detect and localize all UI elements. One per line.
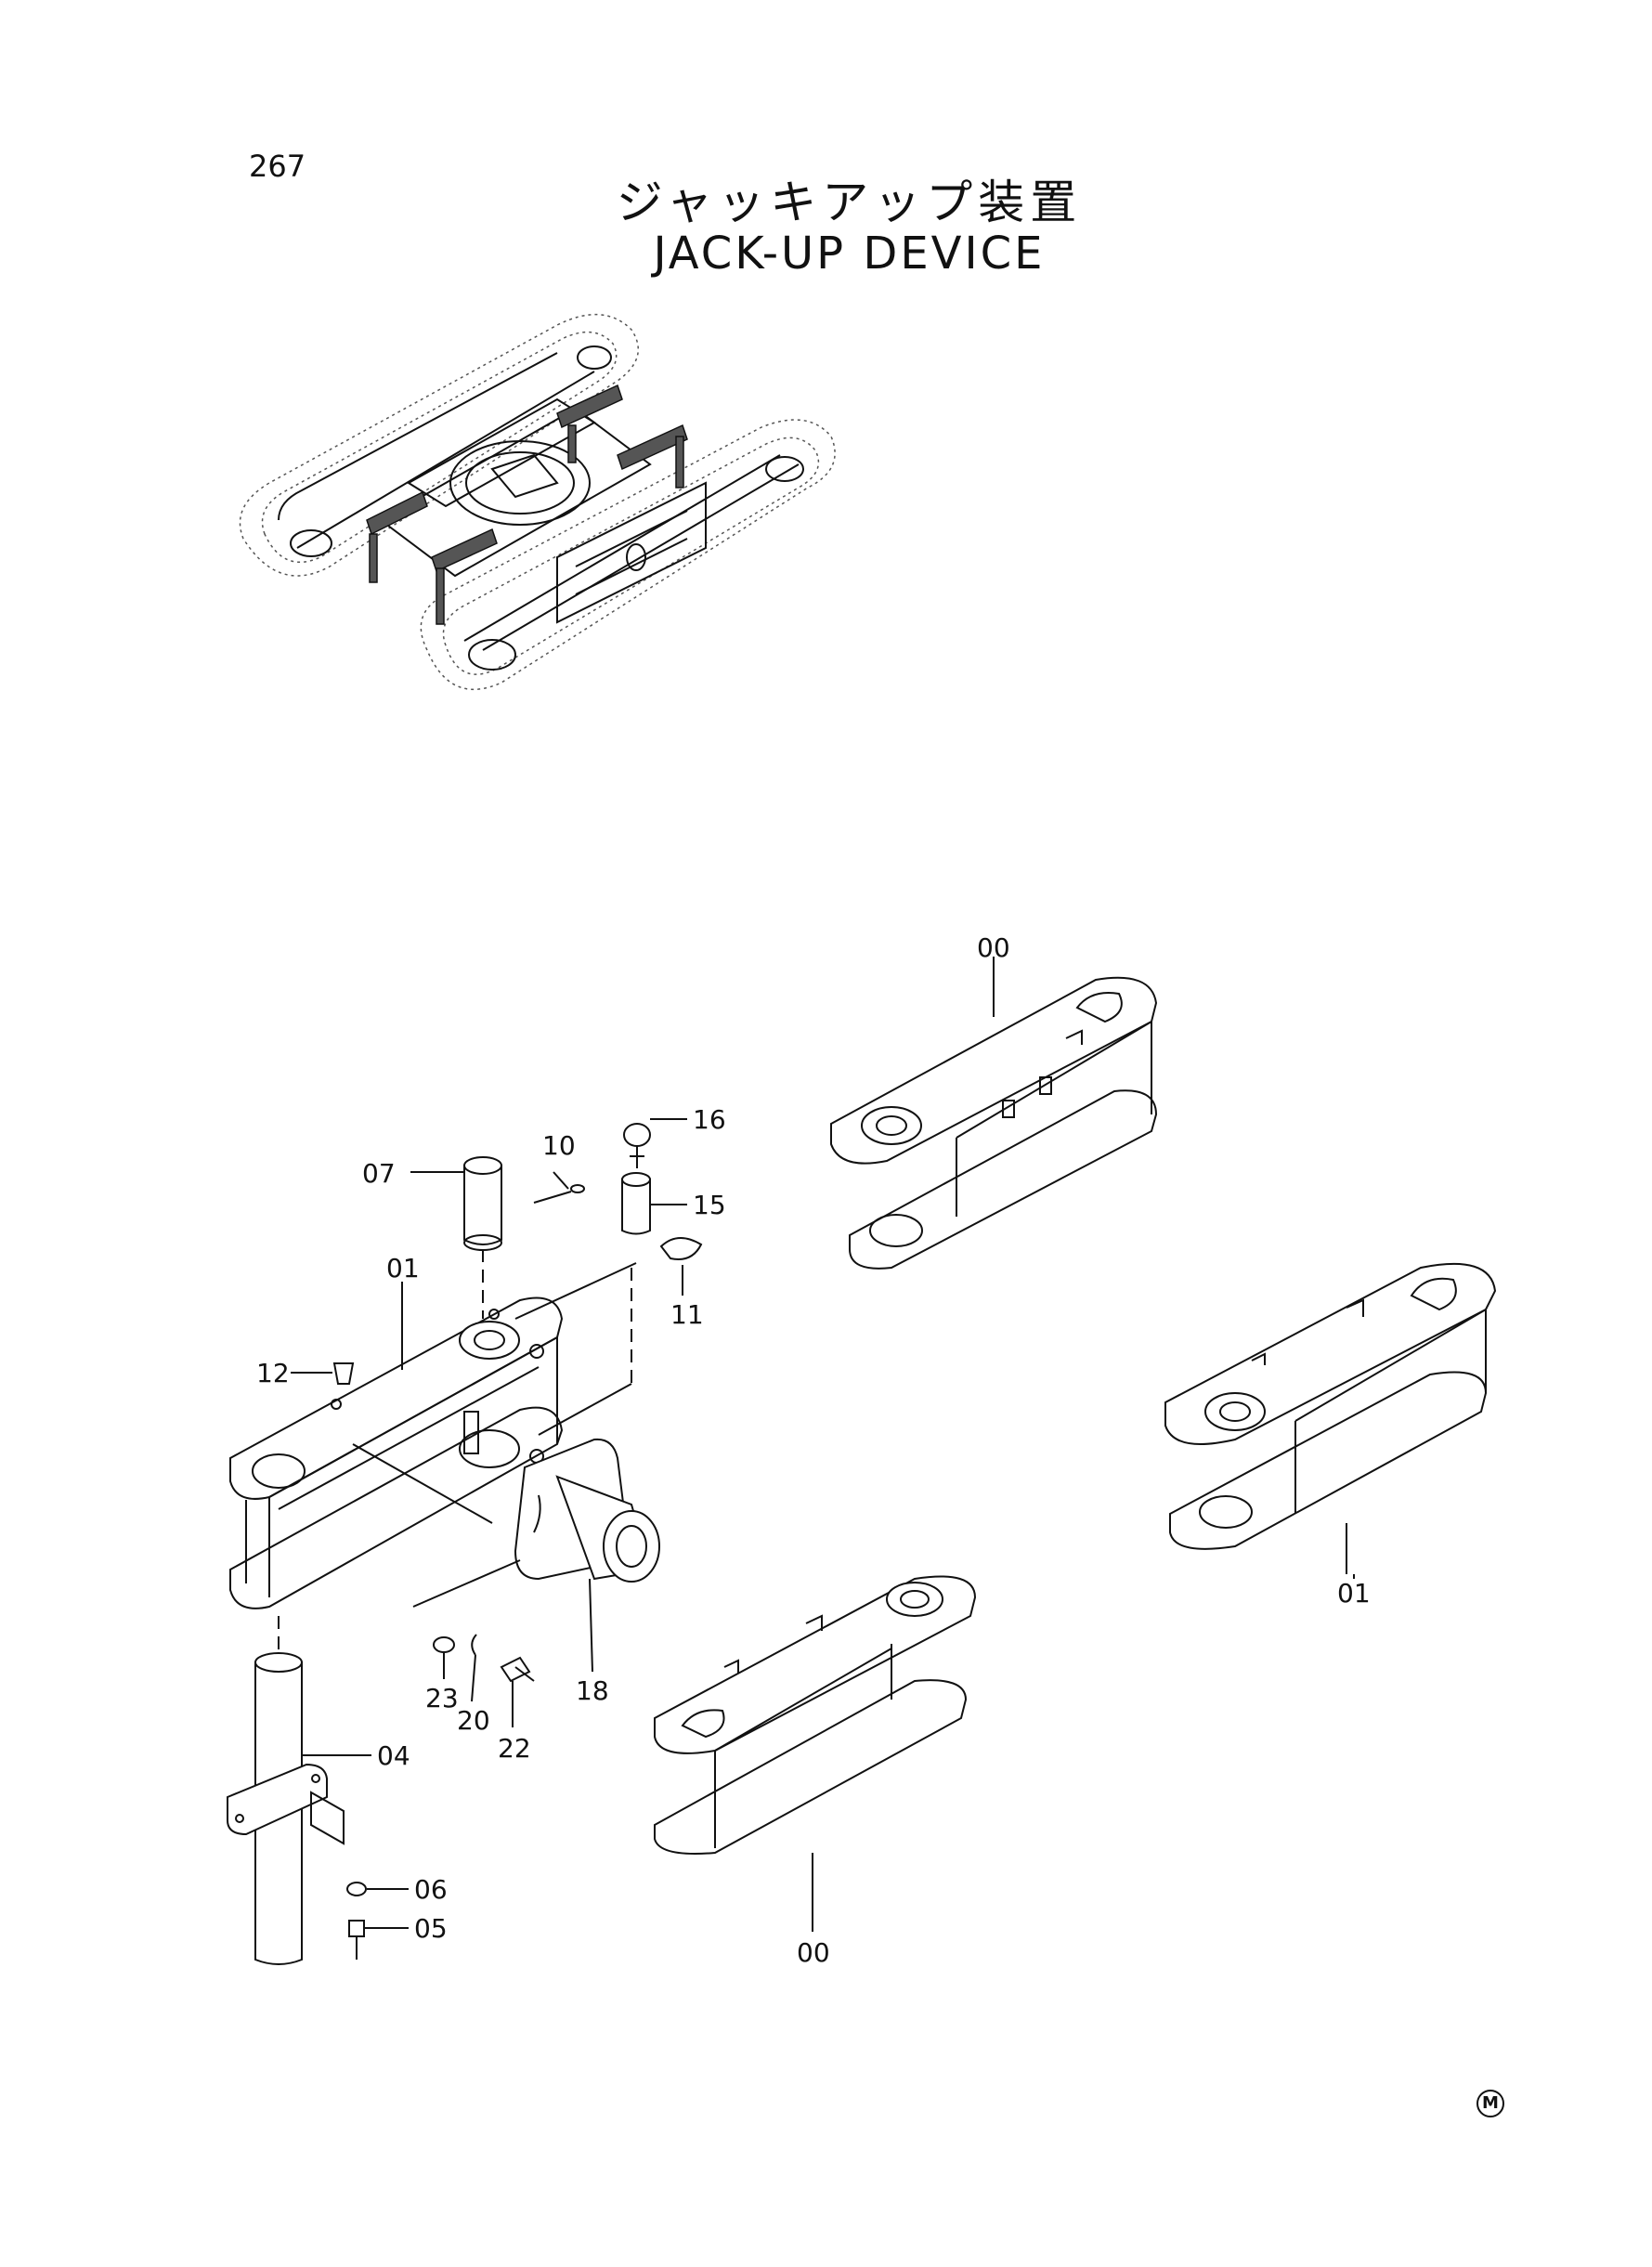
- assembly-view-01-right: [1164, 1262, 1497, 1550]
- callout-00-top: 00: [977, 932, 1010, 963]
- callout-labels: 00 07 10 16 15 11 01 12 01 18 04 06 05 2…: [256, 932, 1371, 1968]
- callout-20: 20: [457, 1705, 490, 1736]
- callout-10: 10: [542, 1130, 576, 1161]
- callout-15: 15: [693, 1190, 726, 1220]
- callout-23: 23: [425, 1683, 459, 1713]
- title-english: JACK-UP DEVICE: [653, 228, 1046, 280]
- callout-16: 16: [693, 1104, 726, 1135]
- callout-01-right: 01: [1337, 1578, 1371, 1609]
- title-japanese: ジャッキアップ装置: [616, 176, 1083, 229]
- callout-12: 12: [256, 1358, 290, 1388]
- exploded-assembly: [227, 1123, 703, 1965]
- assembly-view-00-bottom: [654, 1575, 977, 1855]
- callout-05: 05: [414, 1913, 448, 1944]
- circled-m-mark: M: [1476, 2090, 1504, 2117]
- callout-22: 22: [498, 1733, 531, 1764]
- callout-07: 07: [362, 1158, 396, 1189]
- callout-11: 11: [670, 1299, 704, 1330]
- callout-01-left: 01: [386, 1253, 420, 1283]
- callout-06: 06: [414, 1874, 448, 1905]
- leader-lines: [291, 957, 1355, 1932]
- page-number: 267: [249, 149, 306, 184]
- undercarriage-overview: [239, 314, 836, 691]
- callout-18: 18: [576, 1675, 609, 1706]
- callout-04: 04: [377, 1740, 410, 1771]
- callout-00-bottom: 00: [797, 1937, 830, 1968]
- assembly-view-00-top: [830, 976, 1158, 1270]
